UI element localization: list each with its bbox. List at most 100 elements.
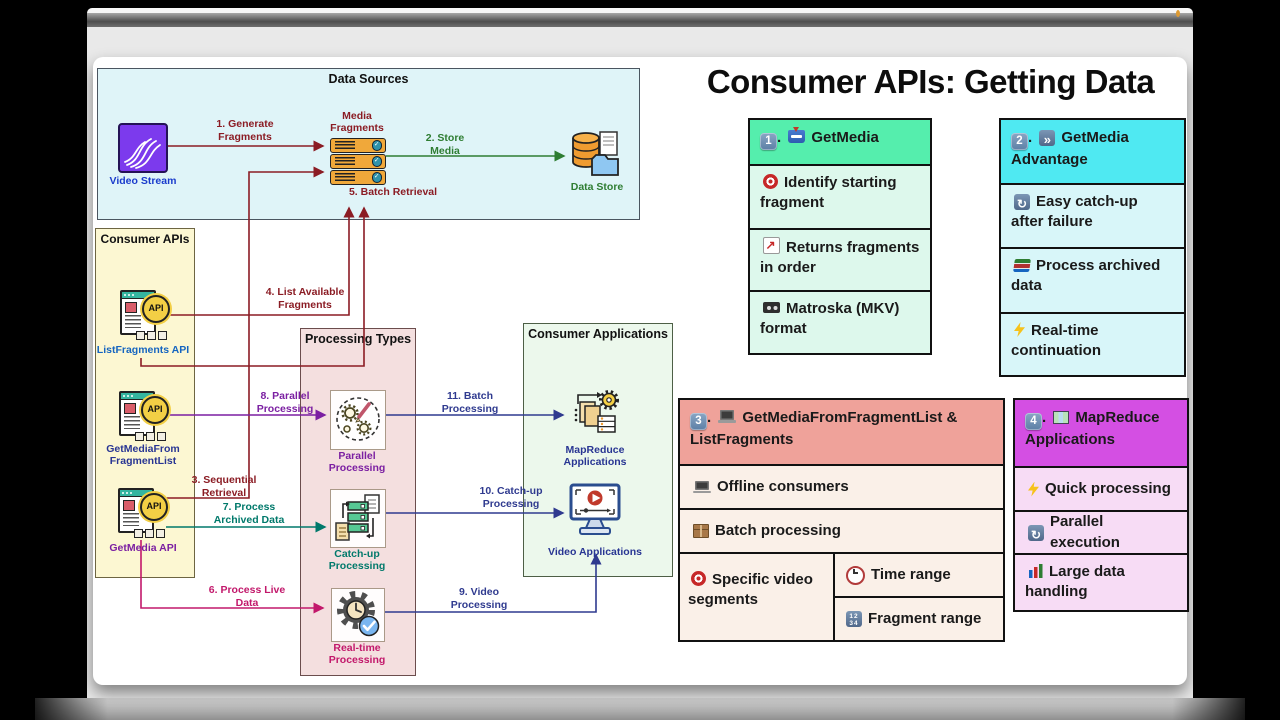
- getmedia-card: 1. GetMedia Identify starting fragment R…: [748, 118, 932, 355]
- laptop-icon: [693, 480, 711, 494]
- flow-label-10: 10. Catch-up Processing: [479, 485, 543, 510]
- window-title-band: [87, 13, 1193, 27]
- flow-label-11: 11. Batch Processing: [441, 390, 499, 415]
- get-media-api-icon: [118, 488, 168, 538]
- package-icon: [693, 524, 709, 538]
- media-fragments-label: Media Fragments: [330, 110, 384, 135]
- row-text: Batch processing: [715, 521, 841, 539]
- consumer-apis-title: Consumer APIs: [100, 232, 190, 246]
- realtime-processing-label: Real-time Processing: [328, 642, 386, 667]
- separator: .: [1028, 129, 1033, 146]
- get-media-from-fragment-list-icon: [119, 391, 169, 441]
- time-range-cell: Time range: [835, 554, 1003, 596]
- card-row: Easy catch-up after failure: [1001, 185, 1184, 249]
- video-stream-label: Video Stream: [109, 175, 177, 187]
- catchup-processing-icon: [330, 489, 386, 548]
- getmediafromfragmentlist-header: 3. GetMediaFromFragmentList & ListFragme…: [680, 400, 1003, 466]
- list-fragments-api-label: ListFragments API: [96, 344, 190, 356]
- row-text: Matroska (MKV) format: [760, 300, 900, 338]
- mapreduce-card: 4. MapReduce Applications Quick processi…: [1013, 398, 1189, 612]
- check-icon: [371, 156, 382, 167]
- input-numbers-icon: [846, 611, 862, 627]
- lightning-icon: [1014, 322, 1025, 337]
- card-row: Matroska (MKV) format: [750, 292, 930, 353]
- getmedia-advantage-card: 2. GetMedia Advantage Easy catch-up afte…: [999, 118, 1186, 377]
- mapreduce-applications-icon: [571, 388, 619, 447]
- refresh-icon: [1014, 194, 1030, 210]
- target-icon: [763, 174, 778, 189]
- world-map-icon: [1053, 411, 1070, 424]
- row-text: Returns fragments in order: [760, 239, 920, 277]
- getmediafromfragmentlist-card: 3. GetMediaFromFragmentList & ListFragme…: [678, 398, 1005, 642]
- card-split-row: Specific video segments Time range Fragm…: [680, 554, 1003, 640]
- api-badge-icon: [142, 295, 170, 323]
- check-icon: [371, 140, 382, 151]
- separator: .: [707, 409, 712, 426]
- row-text: Time range: [871, 565, 951, 583]
- media-fragment-icon: [330, 170, 386, 185]
- mapreduce-card-title: MapReduce Applications: [1025, 409, 1160, 448]
- getmedia-advantage-header: 2. GetMedia Advantage: [1001, 120, 1184, 185]
- card-row: Batch processing: [680, 510, 1003, 554]
- api-badge-icon: [141, 396, 169, 424]
- getmedia-card-header: 1. GetMedia: [750, 120, 930, 166]
- flow-label-4: 4. List Available Fragments: [265, 286, 345, 311]
- data-store-label: Data Store: [570, 181, 624, 193]
- slide: Consumer APIs: Getting Data Data Sources…: [93, 57, 1189, 685]
- row-text: Parallel execution: [1049, 513, 1120, 551]
- data-store-icon: [570, 129, 624, 184]
- row-text: Large data handling: [1025, 563, 1125, 601]
- bar-chart-icon: [1028, 564, 1043, 578]
- card-row: Quick processing: [1015, 468, 1187, 512]
- chart-increasing-icon: [763, 237, 780, 254]
- alarm-clock-icon: [846, 565, 865, 585]
- media-fragment-icon: [330, 138, 386, 153]
- realtime-processing-icon: [331, 588, 385, 642]
- row-text: Quick processing: [1045, 479, 1171, 497]
- parallel-processing-label: Parallel Processing: [328, 450, 386, 475]
- card-row: Parallel execution: [1015, 512, 1187, 555]
- fragment-range-cell: Fragment range: [835, 596, 1003, 640]
- card-row: Large data handling: [1015, 555, 1187, 610]
- keycap-2-icon: 2: [1011, 133, 1028, 150]
- parallel-processing-icon: [330, 390, 386, 450]
- flow-label-8: 8. Parallel Processing: [256, 390, 314, 415]
- data-sources-title: Data Sources: [328, 72, 409, 86]
- row-text: Easy catch-up after failure: [1011, 193, 1138, 231]
- page-title: Consumer APIs: Getting Data: [706, 63, 1155, 100]
- separator: .: [1042, 409, 1047, 426]
- get-media-from-fragment-list-label: GetMediaFrom FragmentList: [106, 443, 180, 468]
- card-row: Offline consumers: [680, 466, 1003, 510]
- media-fragment-icon: [330, 154, 386, 169]
- mapreduce-applications-label: MapReduce Applications: [563, 444, 627, 469]
- keycap-4-icon: 4: [1025, 413, 1042, 430]
- laptop-icon: [718, 410, 737, 423]
- row-text: Identify starting fragment: [760, 174, 897, 212]
- list-fragments-api-icon: [120, 290, 170, 340]
- record-indicator-icon: [1176, 10, 1180, 17]
- separator: .: [777, 129, 782, 146]
- flow-label-5: 5. Batch Retrieval: [348, 186, 438, 198]
- window-top-edge: [87, 8, 1193, 13]
- api-badge-icon: [140, 493, 168, 521]
- window-shadow: [35, 698, 1245, 720]
- books-icon: [1013, 259, 1031, 272]
- card-row: Process archived data: [1001, 249, 1184, 314]
- flow-label-6: 6. Process Live Data: [208, 584, 286, 609]
- video-applications-icon: [567, 481, 623, 548]
- mapreduce-card-header: 4. MapReduce Applications: [1015, 400, 1187, 468]
- videocassette-icon: [763, 302, 780, 313]
- keycap-3-icon: 3: [690, 413, 707, 430]
- row-text: Process archived data: [1011, 257, 1161, 295]
- row-text: Real-time continuation: [1011, 322, 1101, 360]
- get-media-api-label: GetMedia API: [109, 542, 177, 554]
- processing-types-title: Processing Types: [304, 332, 412, 346]
- flow-label-1: 1. Generate Fragments: [216, 118, 274, 143]
- inbox-tray-icon: [788, 127, 806, 143]
- keycap-1-icon: 1: [760, 133, 777, 150]
- flow-label-9: 9. Video Processing: [450, 586, 508, 611]
- video-applications-label: Video Applications: [548, 546, 642, 558]
- video-stream-icon: [118, 123, 168, 173]
- refresh-icon: [1028, 524, 1044, 541]
- getmedia-advantage-title: GetMedia Advantage: [1011, 129, 1129, 168]
